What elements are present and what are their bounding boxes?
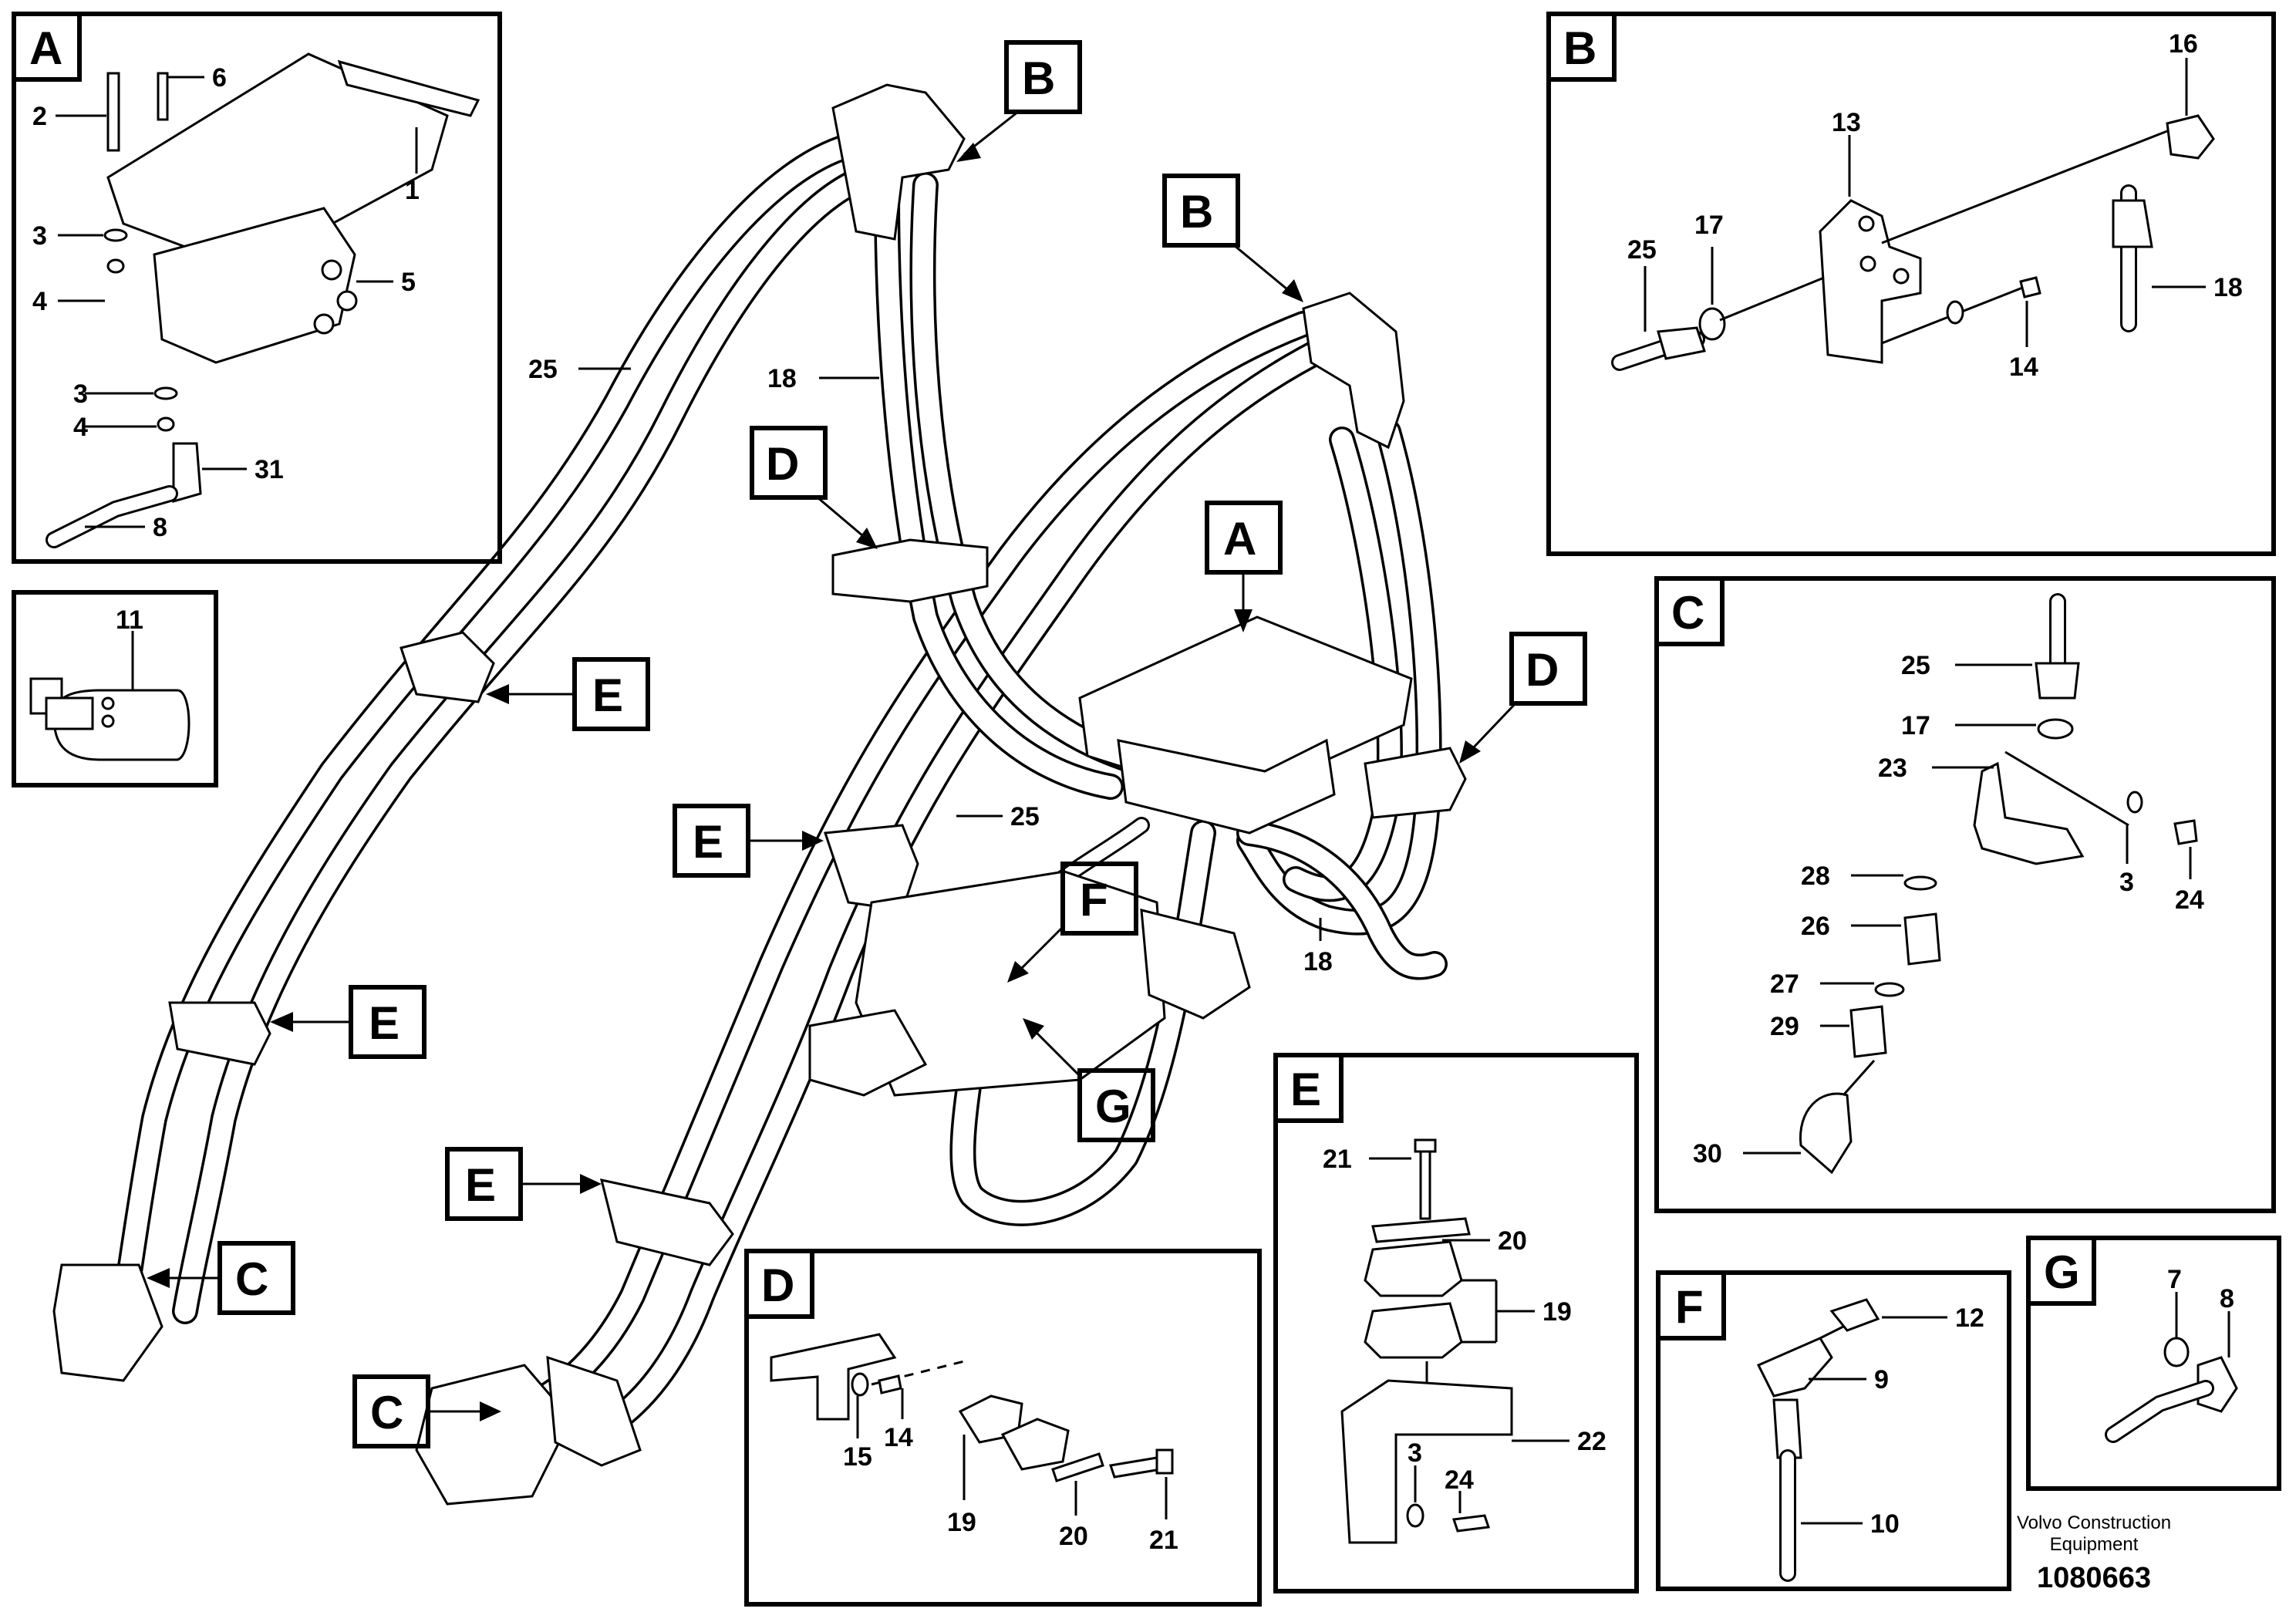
detail-g: G 7 8 (2026, 1236, 2281, 1491)
part-number-label: 4 (32, 287, 47, 316)
callout-g: G (1023, 1018, 1155, 1142)
part-number-label: G (1095, 1081, 1131, 1132)
callout-e-left: E (270, 985, 426, 1059)
part-number-label: 26 (1801, 912, 1830, 941)
part-number-label: E (1290, 1064, 1321, 1115)
part-number-label: A (1223, 513, 1256, 565)
callout-e-upper: E (486, 657, 650, 731)
part-number-label: 7 (2167, 1265, 2182, 1294)
part-number-label: 3 (1408, 1438, 1422, 1468)
part-number-label: 17 (1694, 211, 1724, 240)
company-line-1: Volvo Construction (2017, 1512, 2171, 1533)
part-number-label: 12 (1955, 1303, 1984, 1333)
callout-d-upper: D (750, 426, 878, 549)
part-number-label: 8 (2220, 1284, 2234, 1313)
part-number-label: 20 (1059, 1522, 1088, 1551)
main-hoses (110, 130, 1448, 1432)
part-number-label: 19 (947, 1508, 976, 1537)
part-number-label: 9 (1874, 1365, 1889, 1394)
detail-f: F 12 9 10 (1656, 1270, 2011, 1591)
part-number-label: 21 (1323, 1145, 1352, 1174)
callout-f: F (1007, 862, 1138, 983)
part-number-label: D (761, 1259, 794, 1311)
label-main-25-mid: 25 (1010, 802, 1040, 831)
callout-b-top: B (956, 40, 1082, 162)
part-number-label: 3 (2119, 868, 2134, 897)
part-number-label: F (1080, 874, 1108, 926)
company-line-2: Equipment (2050, 1534, 2139, 1555)
part-number-label: E (369, 997, 400, 1049)
part-number-label: 13 (1832, 108, 1861, 137)
callout-c-bottom: C (352, 1374, 501, 1448)
detail-b: B 13 16 17 25 18 14 (1546, 12, 2276, 556)
part-number-label: 4 (73, 413, 88, 442)
part-number-label: 23 (1878, 754, 1907, 783)
detail-e: E 21 20 19 22 3 24 (1273, 1053, 1639, 1593)
callout-d-right: D (1459, 632, 1587, 764)
part-number-label: 30 (1693, 1139, 1722, 1168)
part-number-label: G (2044, 1246, 2080, 1298)
detail-c: C 25 17 23 3 24 28 26 27 (1654, 576, 2276, 1213)
part-number-label: 14 (884, 1423, 913, 1452)
part-number-label: B (1180, 186, 1213, 238)
part-number-label: 8 (153, 513, 167, 542)
part-number-label: 31 (255, 455, 284, 484)
part-number-label: D (766, 438, 799, 490)
part-number-label: 18 (2213, 273, 2243, 302)
label-main-18-top: 18 (767, 364, 797, 393)
part-number-label: 25 (1901, 651, 1930, 680)
part-number-label: 5 (401, 268, 416, 297)
part-number-label: C (370, 1387, 403, 1438)
part-number-label: C (1671, 587, 1704, 639)
callout-e-mid: E (673, 804, 824, 878)
part-number-label: 25 (1627, 235, 1657, 265)
part-number-label: 16 (2169, 29, 2198, 59)
detail-d: D 15 14 19 20 21 (744, 1249, 1262, 1607)
part-number-label: 17 (1901, 711, 1930, 740)
part-number-label: B (1563, 22, 1596, 74)
part-number-label: 22 (1577, 1427, 1607, 1456)
label-main-18-bottom: 18 (1303, 947, 1333, 976)
part-number-label: E (693, 816, 723, 868)
part-number-label: D (1526, 644, 1559, 696)
part-number-label: A (29, 22, 62, 74)
part-number-label: 27 (1770, 969, 1799, 999)
part-number-label: C (235, 1253, 268, 1305)
part-number-label: B (1022, 52, 1055, 104)
callout-b-mid: B (1162, 174, 1303, 302)
part-number-label: 3 (32, 221, 47, 251)
part-number-label: 6 (212, 63, 227, 93)
part-number-label: F (1675, 1281, 1704, 1333)
part-number-label: 3 (73, 379, 88, 409)
part-number-label: 28 (1801, 862, 1830, 891)
part-number-label: 20 (1498, 1226, 1527, 1256)
part-number-label: 21 (1149, 1526, 1178, 1555)
drawing-number: 1080663 (2037, 1562, 2151, 1594)
footer: Volvo Construction Equipment 1080663 (2017, 1512, 2171, 1594)
detail-a: A 2 6 1 3 4 5 3 4 (12, 12, 502, 564)
callout-e-bottom: E (445, 1147, 602, 1221)
main-labels: 25 18 25 18 (528, 355, 1333, 976)
detail-11: 11 (12, 590, 218, 787)
part-number-label: 10 (1870, 1509, 1900, 1539)
part-number-label: 29 (1770, 1012, 1799, 1041)
main-components (52, 83, 1467, 1506)
part-number-label: 11 (116, 605, 143, 635)
part-number-label: E (592, 669, 623, 721)
part-number-label: 1 (405, 176, 420, 205)
part-number-label: 24 (2175, 885, 2204, 915)
part-number-label: 14 (2009, 352, 2038, 382)
part-number-label: 15 (843, 1442, 872, 1472)
part-number-label: 19 (1542, 1297, 1572, 1327)
part-number-label: E (465, 1159, 496, 1211)
part-number-label: 24 (1445, 1465, 1474, 1495)
callout-boxes: B B D A D (147, 40, 1587, 1448)
callout-a-center: A (1205, 501, 1283, 632)
part-number-label: 2 (32, 102, 47, 131)
label-main-25-left: 25 (528, 355, 558, 384)
callout-c-left: C (147, 1241, 295, 1315)
